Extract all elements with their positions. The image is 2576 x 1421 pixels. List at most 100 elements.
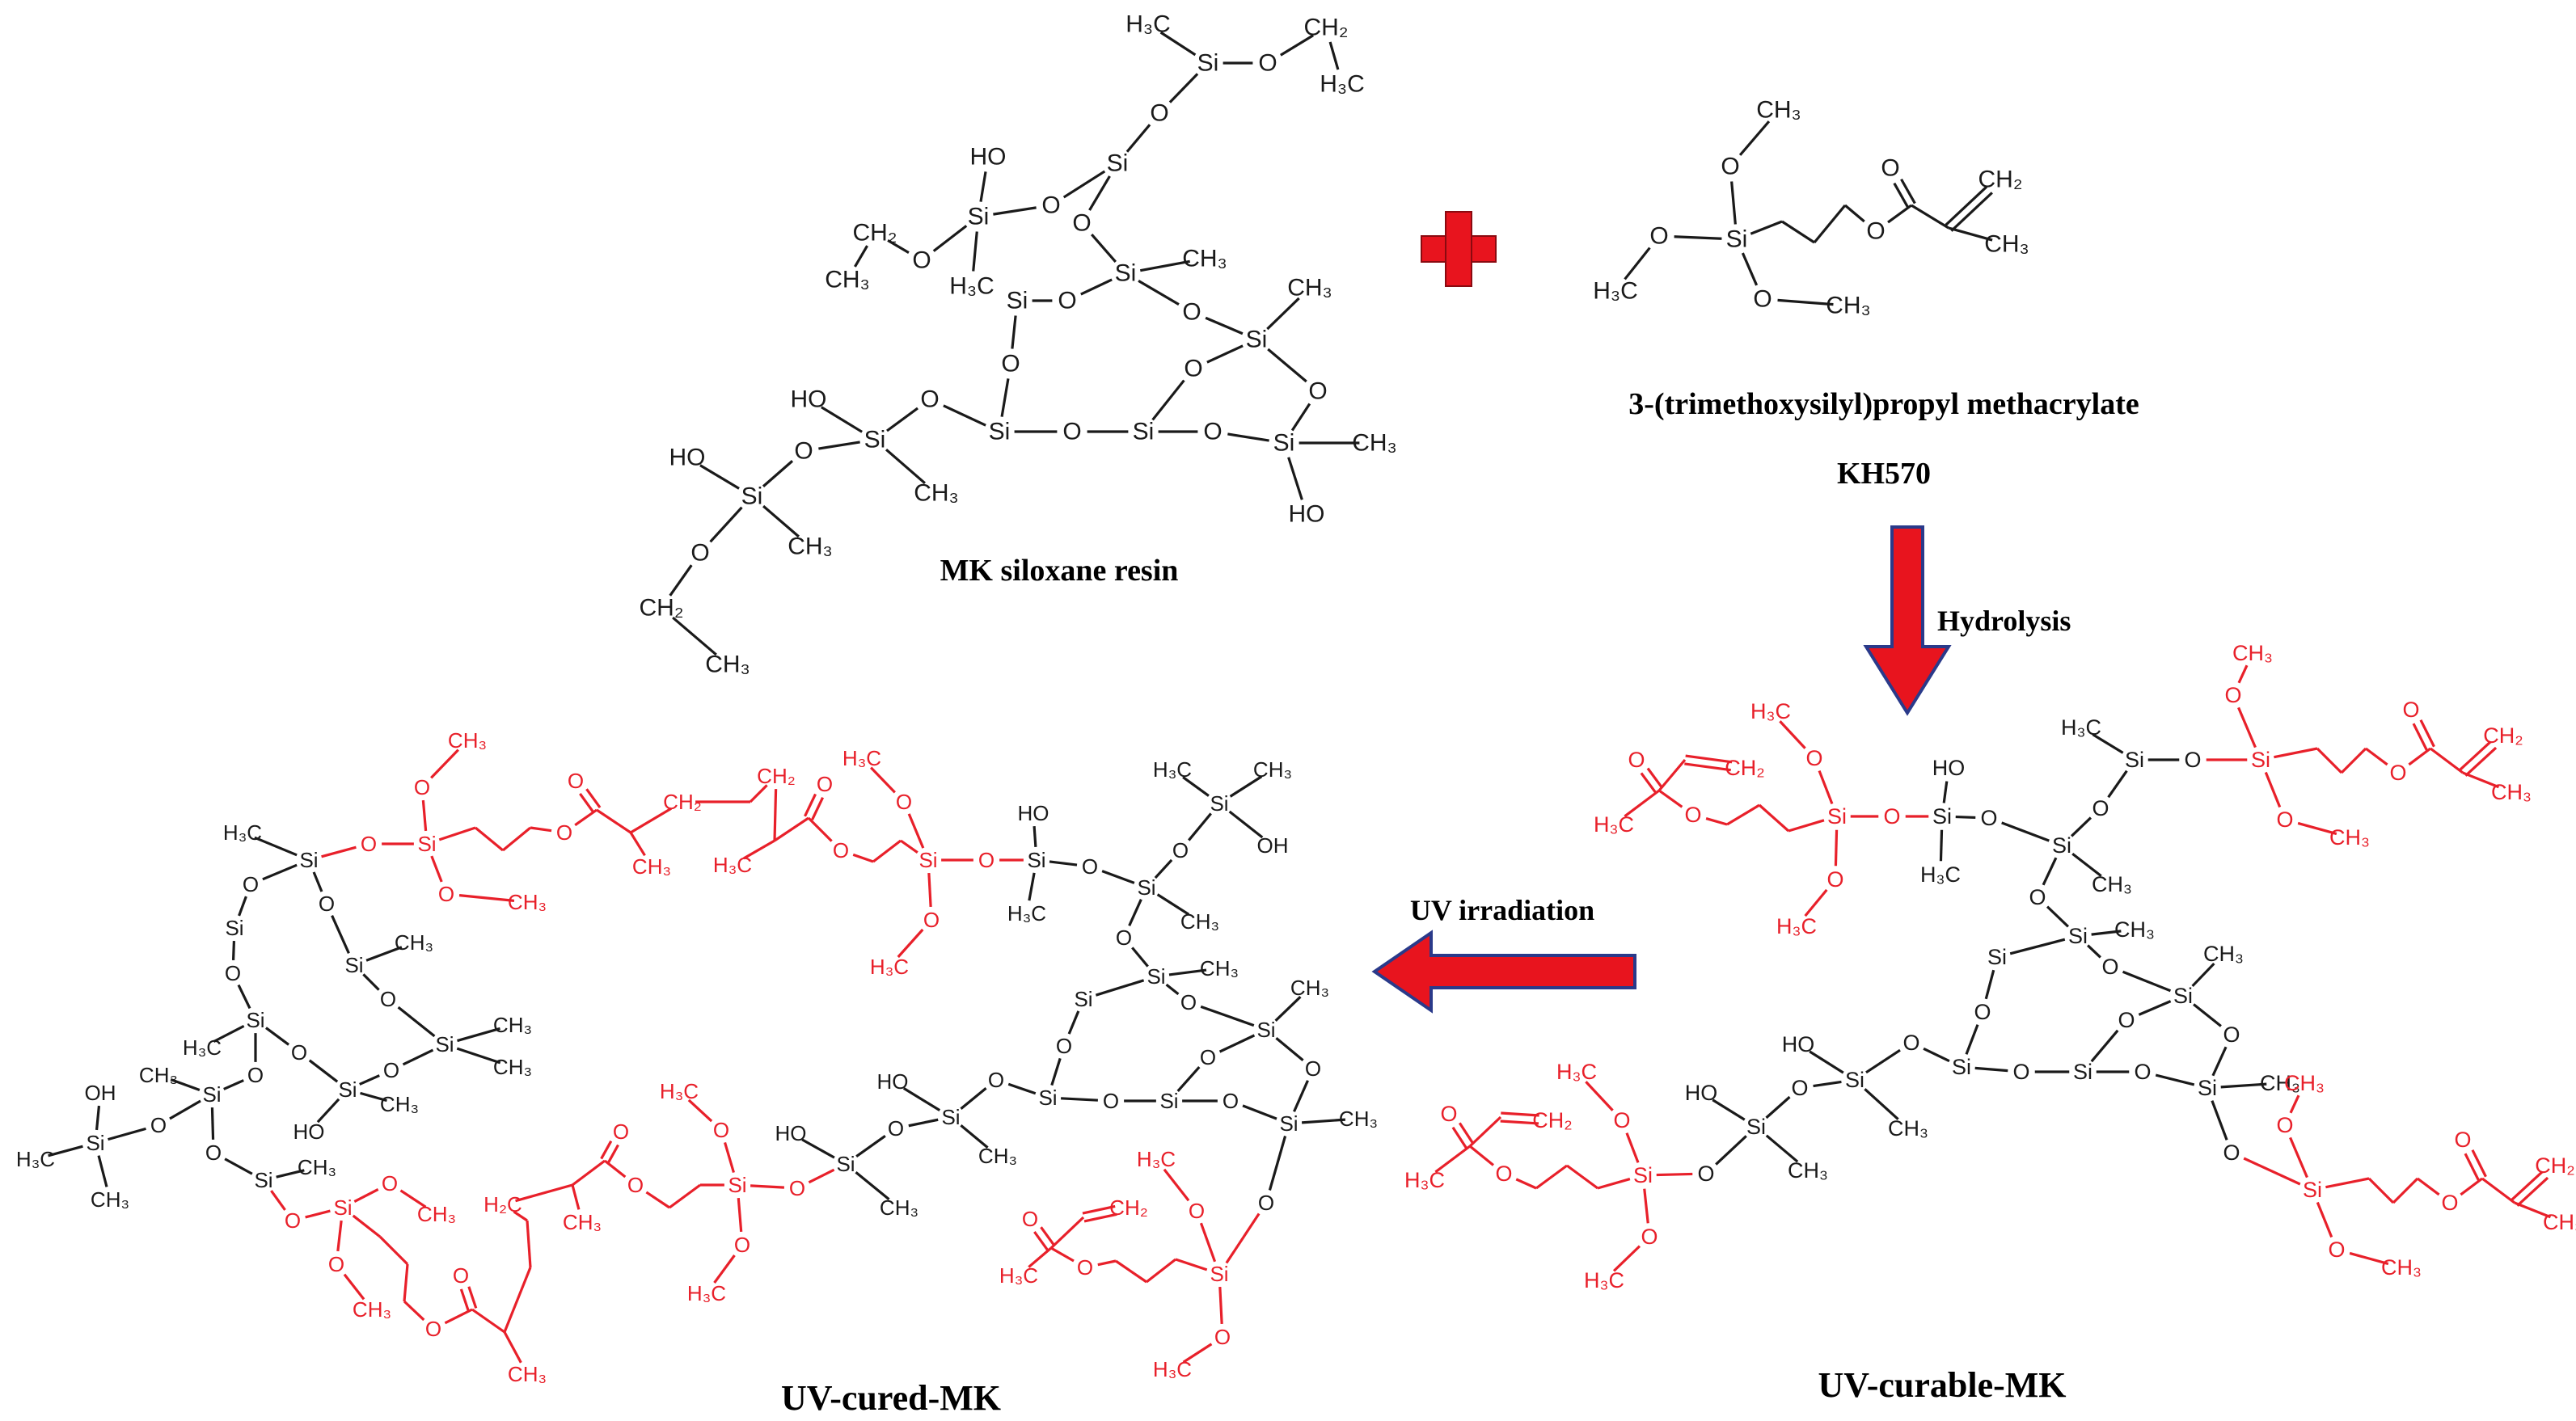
- atom-label: CH₃: [788, 533, 833, 560]
- atom-label: CH₃: [2543, 1210, 2576, 1234]
- atom-label: O: [225, 961, 241, 985]
- chemical-bond: [1468, 1145, 1494, 1166]
- atom-label: O: [425, 1317, 441, 1341]
- atom-label: H₃C: [1007, 901, 1046, 926]
- chemical-bond: [353, 1187, 379, 1204]
- chemical-bond: [1813, 1080, 1842, 1088]
- chemical-bond: [1911, 204, 1949, 230]
- chemical-bond: [1646, 767, 1664, 789]
- atom-label: Si: [2303, 1178, 2322, 1202]
- chemical-bond: [1955, 815, 1976, 820]
- chemical-bond: [943, 404, 986, 427]
- atom-label: O: [1805, 746, 1822, 770]
- chemical-bond: [1049, 1216, 1085, 1250]
- chemical-bond: [1535, 1164, 1568, 1190]
- chemical-bond: [97, 1155, 108, 1187]
- atom-label: O: [912, 247, 931, 274]
- atom-label: H₃C: [1404, 1168, 1445, 1192]
- chemical-bond: [762, 504, 800, 538]
- atom-label: CH₃: [2114, 917, 2155, 942]
- atom-label: Si: [1133, 419, 1155, 445]
- chemical-bond: [352, 1214, 381, 1238]
- atom-label: O: [2276, 807, 2293, 832]
- chemical-bond: [1168, 968, 1207, 976]
- atom-label: CH₃: [632, 854, 671, 879]
- atom-label: O: [613, 1120, 629, 1144]
- atom-label: O: [978, 848, 995, 872]
- chemical-bond: [108, 1127, 146, 1141]
- atom-label: Si: [1987, 945, 2007, 969]
- atom-label: Si: [2073, 1060, 2092, 1084]
- atom-label: Si: [1845, 1068, 1864, 1092]
- chemical-bond: [1804, 888, 1828, 917]
- chemical-bond: [629, 832, 646, 857]
- chemical-bond: [885, 448, 927, 485]
- atom-label: CH₃: [2329, 825, 2370, 850]
- chemical-bond: [1965, 1024, 1979, 1055]
- chemical-bond: [1585, 1081, 1614, 1111]
- chemical-bond: [1834, 829, 1839, 867]
- chemical-bond: [1083, 1212, 1117, 1223]
- chemical-bond: [960, 1124, 989, 1149]
- chemical-bond: [1624, 247, 1651, 280]
- chemical-bond: [1290, 403, 1311, 432]
- atom-label: O: [2092, 796, 2109, 820]
- chemical-bond: [1468, 1115, 1502, 1148]
- chemical-bond: [1945, 185, 1988, 226]
- chemical-bond: [750, 1184, 784, 1189]
- chemical-bond: [1225, 1212, 1261, 1264]
- atom-label: O: [438, 882, 454, 906]
- chemical-bond: [2042, 857, 2058, 886]
- chemical-bond: [2087, 944, 2101, 959]
- chemical-bond: [2122, 970, 2172, 993]
- atom-label: O: [1684, 803, 1701, 827]
- atom-label: O: [1628, 748, 1645, 772]
- chemical-bond: [457, 1027, 500, 1043]
- atom-label: O: [2402, 698, 2419, 722]
- atom-label: Si: [836, 1152, 855, 1176]
- chemical-bond: [421, 799, 428, 832]
- atom-label: CH₂: [2483, 723, 2523, 748]
- chemical-bond: [2211, 1100, 2228, 1141]
- chemical-bond: [1781, 220, 1815, 244]
- atom-label: CH₂: [1725, 756, 1764, 780]
- atom-label: O: [1305, 1056, 1321, 1081]
- atom-label: CH₂: [1978, 167, 2023, 193]
- atom-label: O: [2389, 761, 2406, 785]
- atom-label: O: [243, 872, 259, 896]
- atom-label: Si: [1256, 1018, 1275, 1042]
- atom-label: HO: [293, 1120, 325, 1144]
- atom-label: CH₃: [1182, 246, 1227, 272]
- atom-label: HO: [791, 386, 827, 413]
- chemical-bond: [1028, 872, 1036, 901]
- atom-label: H₃C: [949, 273, 995, 300]
- atom-label: Si: [1210, 791, 1228, 816]
- atom-label: CH₃: [2491, 780, 2532, 804]
- chemical-bond: [360, 1091, 387, 1103]
- chemical-bond: [458, 894, 515, 902]
- atom-label: Si: [417, 832, 436, 856]
- chemical-bond: [2237, 706, 2257, 748]
- atom-label: Si: [1746, 1115, 1766, 1139]
- atom-label: Si: [1137, 875, 1155, 900]
- atom-label: H₃C: [660, 1079, 699, 1103]
- atom-label: O: [2441, 1191, 2458, 1215]
- chemical-bond: [1597, 1178, 1631, 1190]
- chemical-bond: [1893, 182, 1910, 209]
- atom-label: CH₃: [417, 1202, 456, 1226]
- atom-label: H₃C: [842, 746, 881, 770]
- atom-label: CH₃: [914, 480, 959, 507]
- chemical-bond: [709, 506, 743, 543]
- atom-label: Si: [299, 848, 318, 872]
- chemical-bond: [1301, 1118, 1346, 1124]
- atom-label: Si: [918, 848, 937, 872]
- atom-label: Si: [1038, 1086, 1057, 1110]
- atom-label: OH: [1257, 833, 1289, 858]
- chemical-bond: [1923, 1047, 1950, 1063]
- chemical-bond: [1242, 1104, 1277, 1120]
- atom-label: Si: [1952, 1055, 1971, 1079]
- atom-label: H₃C: [223, 820, 262, 845]
- atom-label: O: [2224, 683, 2241, 707]
- chemical-bond: [1685, 754, 1733, 764]
